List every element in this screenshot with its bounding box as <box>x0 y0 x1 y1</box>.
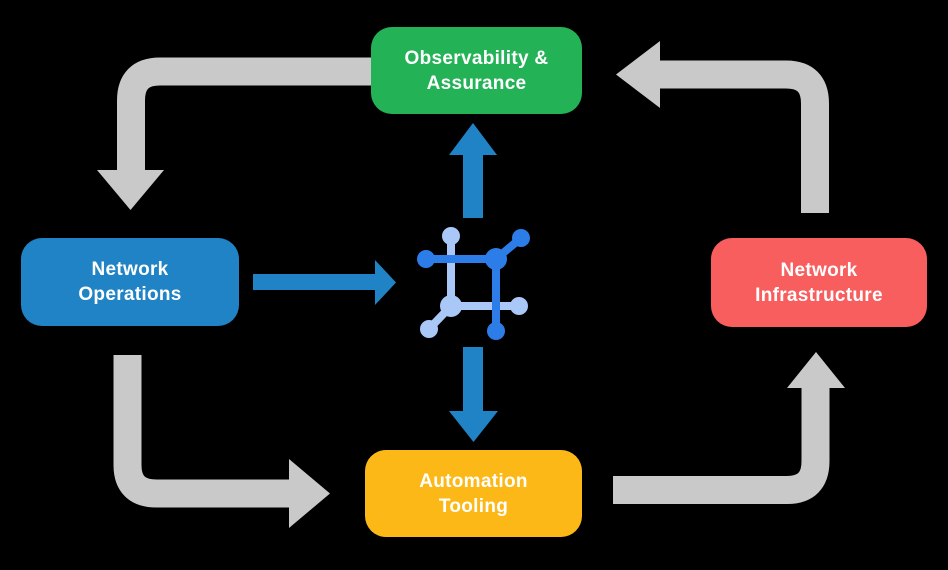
icon-dark-nodes <box>417 229 530 340</box>
arrow-infrastructure-to-observability <box>616 41 829 213</box>
network-mesh-icon <box>417 227 530 340</box>
arrow-head-right-icon <box>289 459 330 528</box>
arrow-shaft <box>613 386 830 504</box>
icon-light-nodes <box>420 227 528 338</box>
arrow-operations-to-automation <box>113 355 330 528</box>
node-network-infrastructure: Network Infrastructure <box>711 238 927 327</box>
arrow-observability-to-operations <box>97 57 371 210</box>
node-label-line: Operations <box>78 284 182 305</box>
node-label-line: Tooling <box>438 495 509 517</box>
arrow-shaft <box>659 60 829 213</box>
arrow-center-to-automation <box>449 347 498 442</box>
node-label-line: Automation <box>419 470 528 492</box>
arrow-operations-to-center <box>253 260 396 305</box>
node-label-line: Infrastructure <box>755 284 883 306</box>
arrow-head-up-icon <box>787 352 845 388</box>
node-label-line: Observability & <box>404 47 549 69</box>
node-label-line: Network <box>91 259 169 280</box>
node-automation-tooling: Automation Tooling <box>365 450 582 537</box>
arrow-shaft <box>117 57 371 172</box>
node-observability-assurance: Observability & Assurance <box>371 27 582 114</box>
node-label-line: Assurance <box>426 72 527 94</box>
arrow-shaft <box>113 355 290 508</box>
arrow-center-to-observability <box>449 123 497 218</box>
icon-dark-lines <box>422 234 525 335</box>
icon-light-lines <box>425 232 523 333</box>
node-network-operations: Network Operations <box>21 238 239 326</box>
arrow-automation-to-infrastructure <box>613 352 845 504</box>
node-label-line: Network <box>780 259 858 281</box>
arrow-head-left-icon <box>616 41 660 108</box>
arrow-head-down-icon <box>97 170 164 210</box>
